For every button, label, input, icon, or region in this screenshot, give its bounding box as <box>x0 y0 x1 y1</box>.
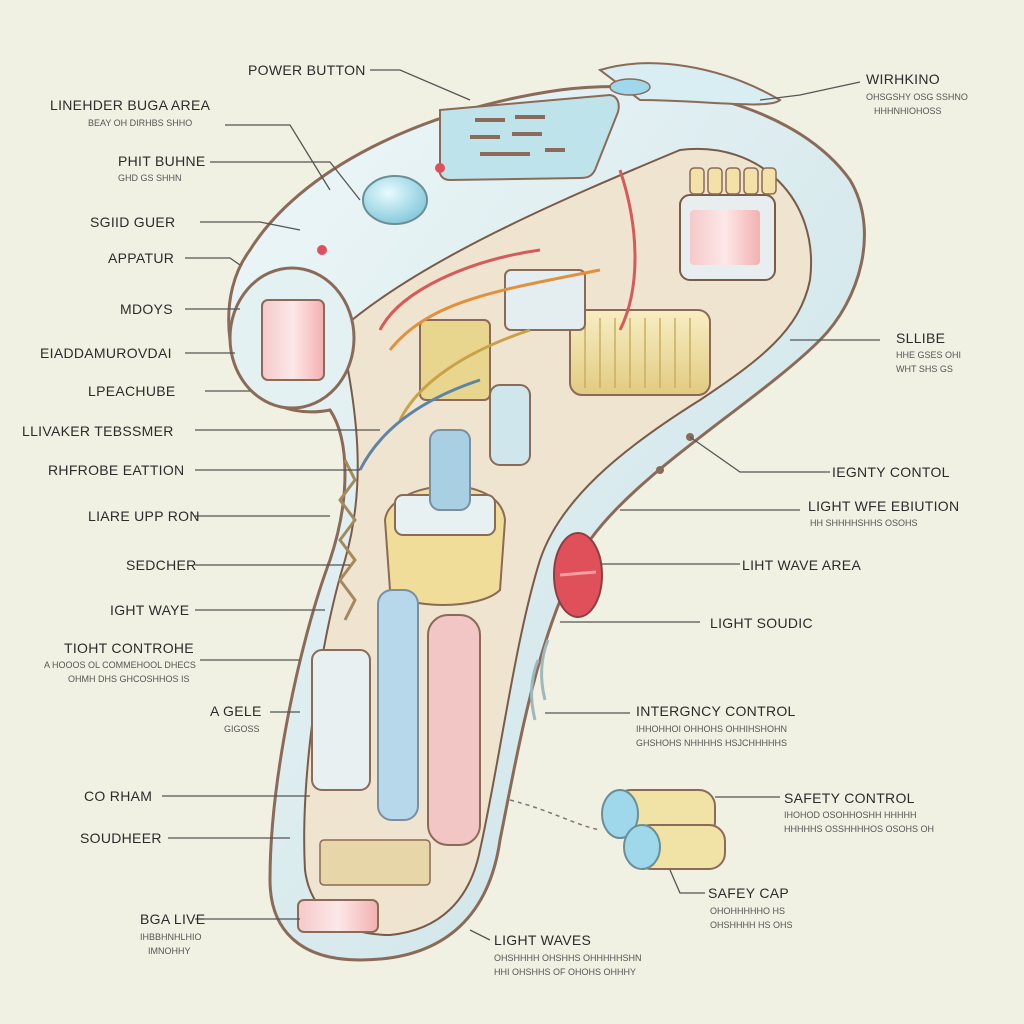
sublabel-left-14: GIGOSS <box>224 724 260 734</box>
label-right-2: SLLIBE <box>896 330 946 346</box>
sublabel-bottom-1b: HHI OHSHHS OF OHOHS OHHHY <box>494 967 637 977</box>
label-left-2: PHIT BUHNE <box>118 153 206 169</box>
white-cylinder <box>311 649 371 791</box>
label-left-1: LINEHDER BUGA AREA <box>50 97 211 113</box>
sublabel-right-9: OHOHHHHHO HS <box>710 906 786 916</box>
sublabel-right-8: IHOHOD OSOHHOSHH HHHHH <box>784 810 917 820</box>
top-button-icon[interactable] <box>609 78 651 96</box>
label-left-11: SEDCHER <box>126 557 197 573</box>
circuit-block <box>419 319 491 401</box>
label-right-4: LIGHT WFE EBIUTION <box>808 498 960 514</box>
label-right-3: IEGNTY CONTOL <box>832 464 950 480</box>
sublabel-right-1b: HHHNHIOHOSS <box>874 106 942 116</box>
label-right-6: LIGHT SOUDIC <box>710 615 813 631</box>
label-right-1: WIRHKINO <box>866 71 940 87</box>
sublabel-right-4: HH SHHHHSHHS OSOHS <box>810 518 918 528</box>
label-left-14: A GELE <box>210 703 262 719</box>
power-button-icon[interactable] <box>362 175 428 225</box>
sublabel-right-7: IHHOHHOI OHHOHS OHHIHSHOHN <box>636 724 788 734</box>
side-dot-icon <box>656 466 664 474</box>
label-left-17: BGA LIVE <box>140 911 206 927</box>
label-right-9: SAFEY CAP <box>708 885 790 901</box>
display-glyphs <box>470 115 565 156</box>
bottom-board <box>319 839 431 886</box>
label-bottom-1: LIGHT WAVES <box>494 932 592 948</box>
label-left-4: APPATUR <box>108 250 175 266</box>
sublabel-right-8b: HHHHHS OSSHHHHOS OSOHS OH <box>784 824 935 834</box>
aperture-window <box>261 299 325 381</box>
label-right-7: INTERGNCY CONTROL <box>636 703 796 719</box>
sublabel-left-13b: OHMH DHS GHCOSHHOS IS <box>68 674 190 684</box>
top-ridge <box>597 62 782 106</box>
central-stem <box>489 384 531 466</box>
sublabel-right-2b: WHT SHS GS <box>896 364 953 374</box>
leader-lines <box>162 69 880 941</box>
pink-tube <box>427 614 481 846</box>
sublabel-left-13: A HOOOS OL COMMEHOOL DHECS <box>44 660 196 670</box>
label-left-8: LLIVAKER TEBSSMER <box>22 423 174 439</box>
label-left-13: TIOHT CONTROHE <box>64 640 194 656</box>
label-left-5: MDOYS <box>120 301 173 317</box>
capacitor-bank <box>689 167 777 195</box>
safety-cap-icon <box>601 789 726 870</box>
switch-module <box>504 269 586 331</box>
sublabel-bottom-1: OHSHHHH OHSHHS OHHHHHSHN <box>494 953 642 963</box>
label-left-6: EIADDAMUROVDAI <box>40 345 172 361</box>
sublabel-left-1: BEAY OH DIRHBS SHHO <box>88 118 193 128</box>
sublabel-right-9b: OHSHHHH HS OHS <box>710 920 793 930</box>
spring-coil <box>338 459 357 621</box>
label-left-3: SGIID GUER <box>90 214 176 230</box>
wiring <box>358 169 637 471</box>
label-left-15: CO RHAM <box>84 788 153 804</box>
label-left-12: IGHT WAYE <box>110 602 190 618</box>
cap-dashed-link <box>509 799 601 831</box>
sublabel-right-2: HHE GSES OHI <box>896 350 962 360</box>
label-left-10: LIARE UPP RON <box>88 508 200 524</box>
rear-lamp-glow <box>690 210 760 265</box>
sublabel-left-17b: IMNOHHY <box>148 946 191 956</box>
blue-tube <box>429 429 471 511</box>
label-left-9: RHFROBE EATTION <box>48 462 185 478</box>
grip-ridges <box>530 639 550 721</box>
sublabel-right-1: OHSGSHY OSG SSHNO <box>866 92 968 102</box>
label-right-8: SAFETY CONTROL <box>784 790 915 806</box>
sublabel-left-2: GHD GS SHHN <box>118 173 182 183</box>
blue-rod <box>377 589 419 821</box>
bottom-emitter <box>297 899 379 933</box>
label-power-button: POWER BUTTON <box>248 62 366 78</box>
indicator-dot-icon <box>435 163 445 173</box>
indicator-dot-icon <box>317 245 327 255</box>
display-screen <box>438 93 620 182</box>
sublabel-right-7b: GHSHOHS NHHHHS HSJCHHHHHS <box>636 738 788 748</box>
label-right-5: LIHT WAVE AREA <box>742 557 862 573</box>
label-left-16: SOUDHEER <box>80 830 162 846</box>
label-left-7: LPEACHUBE <box>88 383 176 399</box>
transformer-coil <box>569 309 711 396</box>
sublabel-left-17: IHBBHNHLHIO <box>140 932 202 942</box>
